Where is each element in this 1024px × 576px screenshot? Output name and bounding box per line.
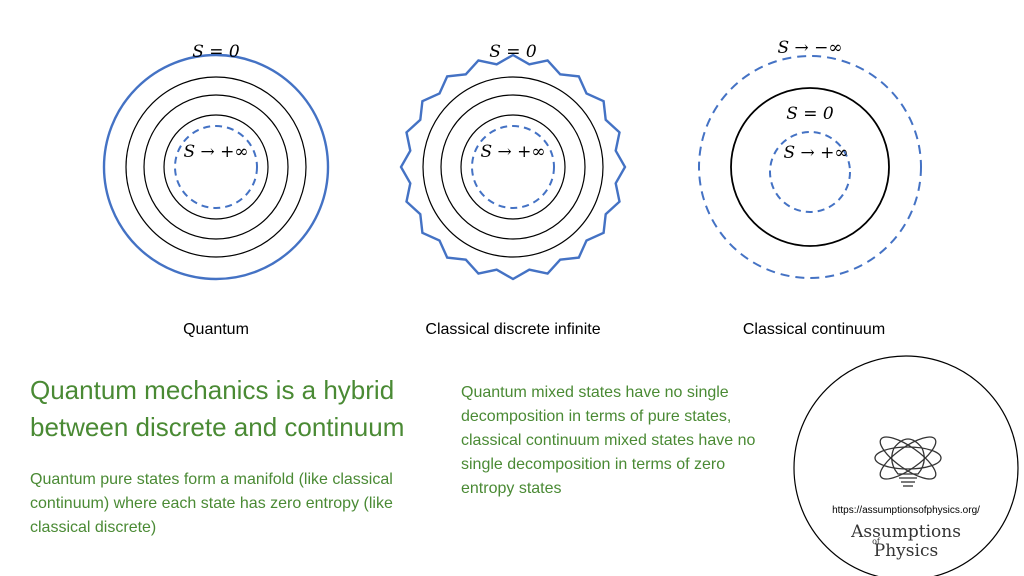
atom-lightbulb-icon [874,436,942,487]
entropy-contour [460,114,566,220]
entropy-contour [125,76,307,258]
pure-states-text: Quantum pure states form a manifold (lik… [30,471,393,536]
inner-dashed-circle [471,125,555,209]
middle-entropy-label: S = 0 [786,104,834,124]
logo [793,355,1019,576]
panel-quantum: S = 0 S → +∞ [102,42,330,281]
logo-name-line1: Assumptions [851,522,961,542]
outer-dashed-circle [698,55,922,279]
top-entropy-label: S = 0 [489,42,537,62]
outer-discrete-polygon [399,53,627,281]
caption-classical-discrete: Classical discrete infinite [425,321,601,338]
logo-name-line2: Physics [873,541,939,561]
top-entropy-label: S → −∞ [777,38,842,58]
entropy-contour [163,114,269,220]
inner-dashed-circle [769,131,851,213]
logo-circle [793,355,1019,576]
top-entropy-label: S = 0 [192,42,240,62]
caption-quantum: Quantum [183,321,249,338]
zero-entropy-circle [730,87,890,247]
panel-classical-discrete: S = 0 S → +∞ [399,42,627,281]
main-heading: Quantum mechanics is a hybrid between di… [30,375,405,442]
inner-entropy-label: S → +∞ [480,142,545,162]
entropy-contour [440,94,586,240]
outer-state-circle [102,53,330,281]
entropy-contour [143,94,289,240]
logo-name: Assumptions Physics [800,523,1012,561]
inner-dashed-circle [174,125,258,209]
logo-name-of: of [872,537,880,546]
inner-entropy-label: S → +∞ [183,142,248,162]
inner-entropy-label: S → +∞ [783,143,848,163]
entropy-contour [422,76,604,258]
panel-classical-continuum: S → −∞ S = 0 S → +∞ [698,38,922,279]
logo-url[interactable]: https://assumptionsofphysics.org/ [832,505,980,516]
mixed-states-text: Quantum mixed states have no single deco… [461,384,756,497]
caption-classical-continuum: Classical continuum [742,321,886,338]
